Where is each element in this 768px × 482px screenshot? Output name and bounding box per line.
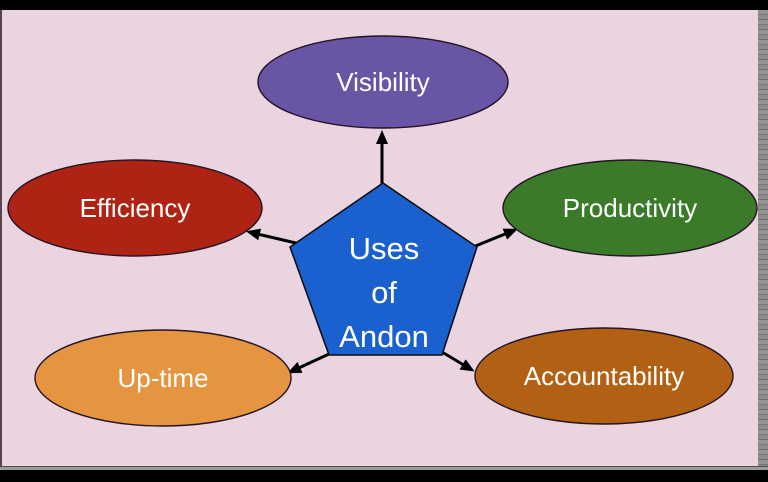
arrow-to-uptime <box>287 352 330 374</box>
arrow-to-accountability <box>441 350 475 372</box>
center-label-line1: Uses <box>349 231 420 266</box>
node-ellipse-efficiency <box>7 159 263 257</box>
right-scrollbar-strip <box>758 10 768 467</box>
node-label-accountability: Accountability <box>524 361 684 391</box>
center-label-line3: Andon <box>339 319 429 354</box>
top-black-bar <box>0 0 768 10</box>
node-label-efficiency: Efficiency <box>80 193 191 223</box>
node-ellipse-productivity <box>502 159 758 257</box>
node-ellipse-visibility <box>257 35 509 129</box>
left-edge-line <box>0 10 2 467</box>
node-ellipse-accountability <box>474 327 734 425</box>
bottom-dark-line <box>0 466 768 467</box>
node-label-uptime: Up-time <box>117 363 208 393</box>
node-ellipse-uptime <box>34 329 292 427</box>
bottom-black-bar <box>0 470 768 482</box>
bottom-gray-line <box>0 467 768 470</box>
center-label-line2: of <box>371 275 397 310</box>
node-label-visibility: Visibility <box>336 67 429 97</box>
arrow-to-productivity <box>472 228 518 249</box>
node-label-productivity: Productivity <box>563 193 697 223</box>
center-pentagon <box>289 182 478 356</box>
